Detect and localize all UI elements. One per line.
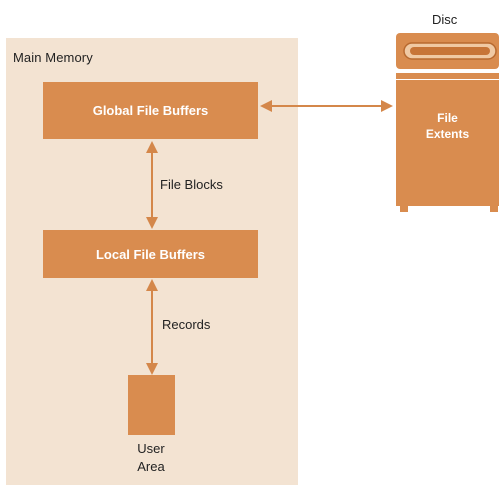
file-extents-line2: Extents — [425, 127, 470, 141]
user-area-line2: Area — [137, 459, 165, 474]
file-blocks-label: File Blocks — [160, 177, 223, 192]
user-area-label: User Area — [120, 440, 182, 476]
disc-title: Disc — [432, 12, 458, 27]
global-file-buffers-label: Global File Buffers — [92, 103, 209, 118]
arrowhead-up-icon — [146, 141, 158, 153]
local-file-buffers-label: Local File Buffers — [95, 246, 206, 262]
disc-drive-icon — [396, 33, 499, 212]
file-extents-label: File Extents — [400, 110, 495, 142]
user-area-box — [128, 375, 175, 435]
global-file-buffers-box: Global File Buffers — [43, 82, 258, 139]
arrowhead-up-icon — [146, 279, 158, 291]
arrowhead-right-icon — [381, 100, 393, 112]
records-label: Records — [162, 317, 211, 332]
arrowhead-left-icon — [260, 100, 272, 112]
local-file-buffers-box: Local File Buffers — [43, 230, 258, 278]
arrowhead-down-icon — [146, 217, 158, 229]
main-memory-title: Main Memory — [13, 50, 93, 65]
arrowhead-down-icon — [146, 363, 158, 375]
user-area-line1: User — [137, 441, 165, 456]
file-extents-line1: File — [437, 111, 458, 125]
